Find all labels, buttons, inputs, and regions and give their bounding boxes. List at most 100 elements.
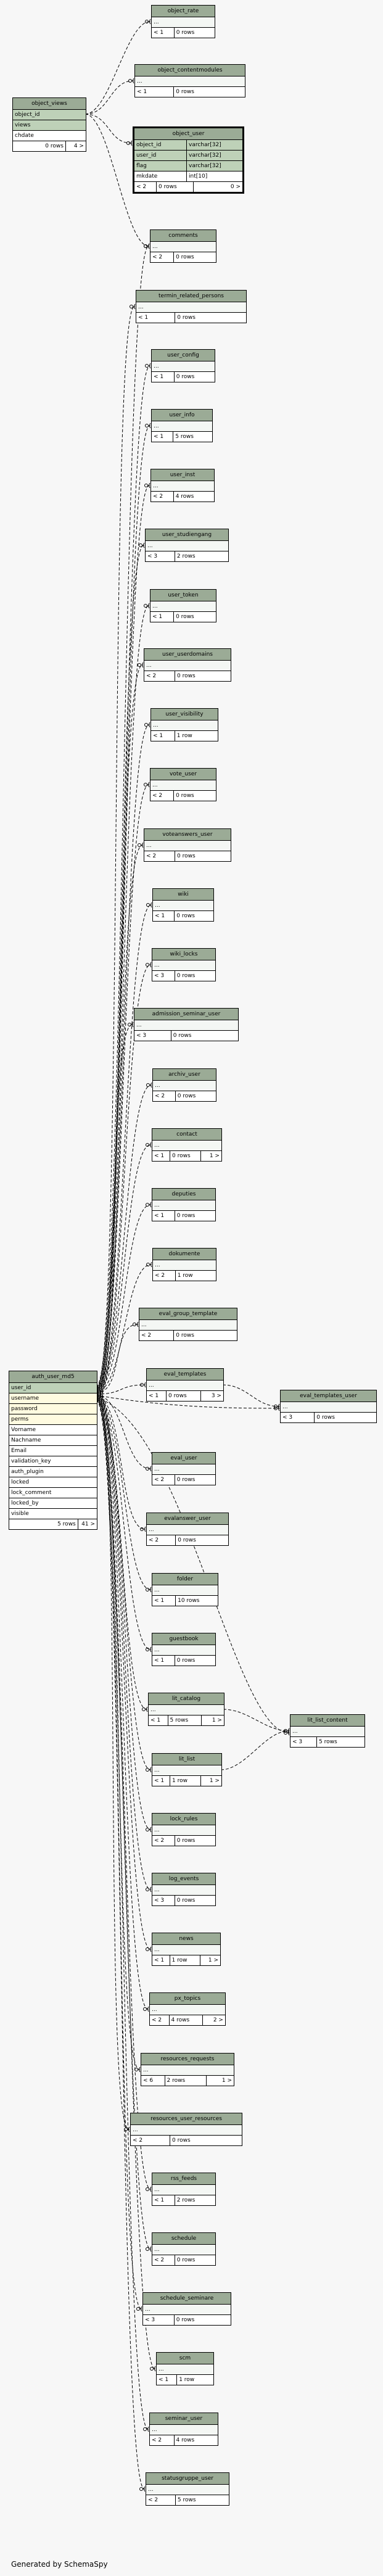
crowfoot-icon <box>146 1142 152 1148</box>
crowfoot-icon <box>143 2006 149 2012</box>
column-cell: ... <box>154 1466 160 1472</box>
edge-auth-user-md5-to-termin-related-persons <box>96 306 135 1389</box>
row-count-cell: 3 > <box>200 1391 223 1401</box>
edge-auth-user-md5-to-user-info <box>96 425 150 1391</box>
table-title: user_token <box>150 590 216 601</box>
row-count-cell: < 3 <box>282 1414 293 1421</box>
edge-auth-user-md5-to-comments <box>96 246 149 1387</box>
table-title: wiki <box>153 889 213 901</box>
column-cell: Vorname <box>11 1427 36 1433</box>
column-cell: ... <box>152 244 158 250</box>
generated-by-footer: Generated by SchemaSpy <box>11 2560 108 2569</box>
column-cell: ... <box>137 78 142 85</box>
table-column-row: ... <box>144 661 231 671</box>
column-cell: ... <box>152 2007 157 2013</box>
row-count-cell: 4 rows <box>173 492 214 502</box>
column-cell: varchar[32] <box>186 151 242 160</box>
row-count-cell: 2 rows <box>174 551 228 561</box>
row-count-cell: 0 rows <box>173 372 215 382</box>
crowfoot-icon <box>284 1728 290 1734</box>
table-column-row: password <box>9 1404 97 1414</box>
edge-auth-user-md5-to-px-topics <box>96 1390 149 2010</box>
row-count-cell: < 2 <box>146 853 157 859</box>
row-count-cell: 1 > <box>200 1151 221 1161</box>
crowfoot-icon <box>146 1587 152 1593</box>
column-cell: object_id <box>136 142 162 148</box>
row-count-cell: 0 rows <box>174 971 215 981</box>
row-count-cell: < 1 <box>154 30 164 36</box>
column-cell: ... <box>154 363 159 369</box>
column-cell: validation_key <box>11 1458 51 1464</box>
column-cell: ... <box>143 2067 149 2073</box>
table-title: log_events <box>152 1873 215 1885</box>
table-column-row: Email <box>9 1446 97 1456</box>
table-title: lit_list <box>152 1754 221 1765</box>
table-column-row: ... <box>152 421 212 432</box>
row-count-cell: 5 rows <box>175 2495 229 2505</box>
crowfoot-icon <box>143 2426 149 2432</box>
crowfoot-icon <box>138 842 144 848</box>
table-title: resources_user_resources <box>131 2113 242 2125</box>
row-count-cell: 1 row <box>170 1776 200 1786</box>
table-title: eval_user <box>152 1453 215 1464</box>
crowfoot-icon <box>128 78 134 84</box>
table-column-row: visible <box>9 1509 97 1519</box>
table-column-row: ... <box>141 2065 234 2076</box>
table-column-row: perms <box>9 1414 97 1425</box>
row-count-cell: 0 rows <box>175 671 231 681</box>
column-cell: ... <box>154 1647 160 1653</box>
column-cell: ... <box>133 2127 138 2133</box>
